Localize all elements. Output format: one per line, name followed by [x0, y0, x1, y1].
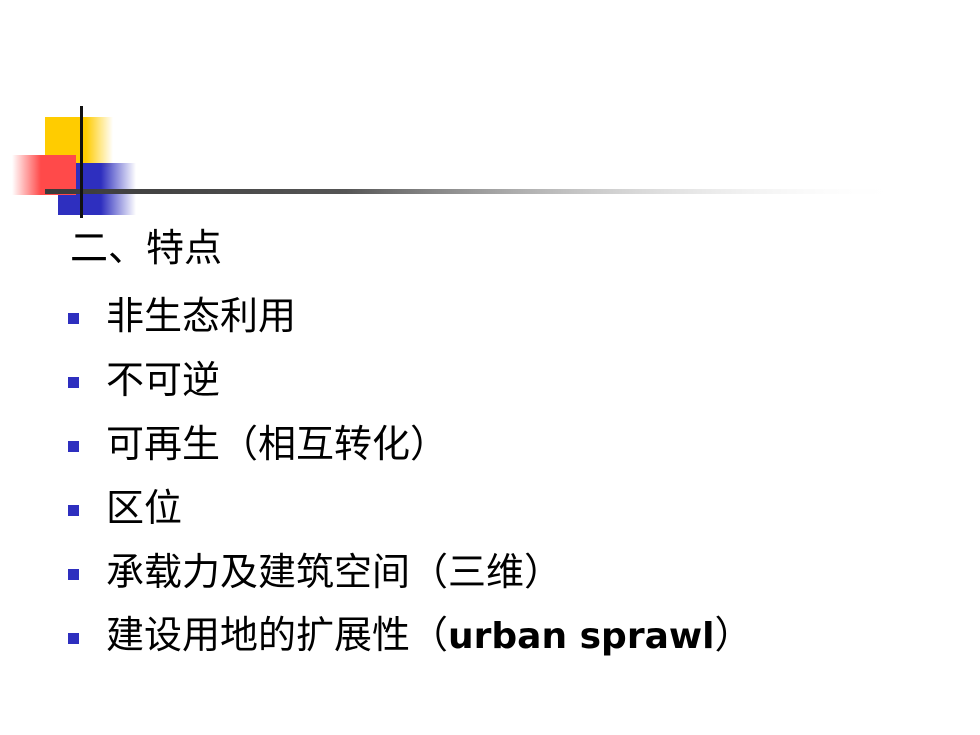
bullet-text-after: ）: [714, 613, 753, 657]
bullet-text: 区位: [106, 486, 183, 530]
slide-heading: 二、特点: [70, 226, 223, 270]
bullet-text: 可再生（相互转化）: [106, 422, 449, 466]
bullet-text: 承载力及建筑空间（三维）: [106, 550, 563, 594]
bullet-text: 非生态利用: [106, 294, 297, 338]
bullet-item: 区位: [68, 476, 752, 540]
rule-line: [45, 189, 905, 194]
square-bullet-icon: [68, 440, 79, 452]
square-bullet-icon: [68, 504, 79, 516]
red-square: [12, 155, 76, 195]
bullet-list: 非生态利用 不可逆 可再生（相互转化） 区位 承载力及建筑空间（三维） 建设用地…: [68, 284, 752, 668]
corner-decoration: [12, 106, 905, 218]
bullet-text-latin: urban sprawl: [448, 616, 715, 657]
bullet-item: 可再生（相互转化）: [68, 412, 752, 476]
bullet-item: 非生态利用: [68, 284, 752, 348]
square-bullet-icon: [68, 312, 79, 324]
bullet-text-before: 建设用地的扩展性（: [106, 613, 449, 657]
square-bullet-icon: [68, 568, 79, 580]
square-bullet-icon: [68, 632, 79, 644]
bullet-text: 建设用地的扩展性（urban sprawl）: [106, 611, 752, 661]
bullet-item: 不可逆: [68, 348, 752, 412]
bullet-item: 承载力及建筑空间（三维）: [68, 540, 752, 604]
square-bullet-icon: [68, 376, 79, 388]
bullet-item: 建设用地的扩展性（urban sprawl）: [68, 604, 752, 668]
vertical-line: [80, 106, 83, 218]
bullet-text: 不可逆: [106, 358, 221, 402]
